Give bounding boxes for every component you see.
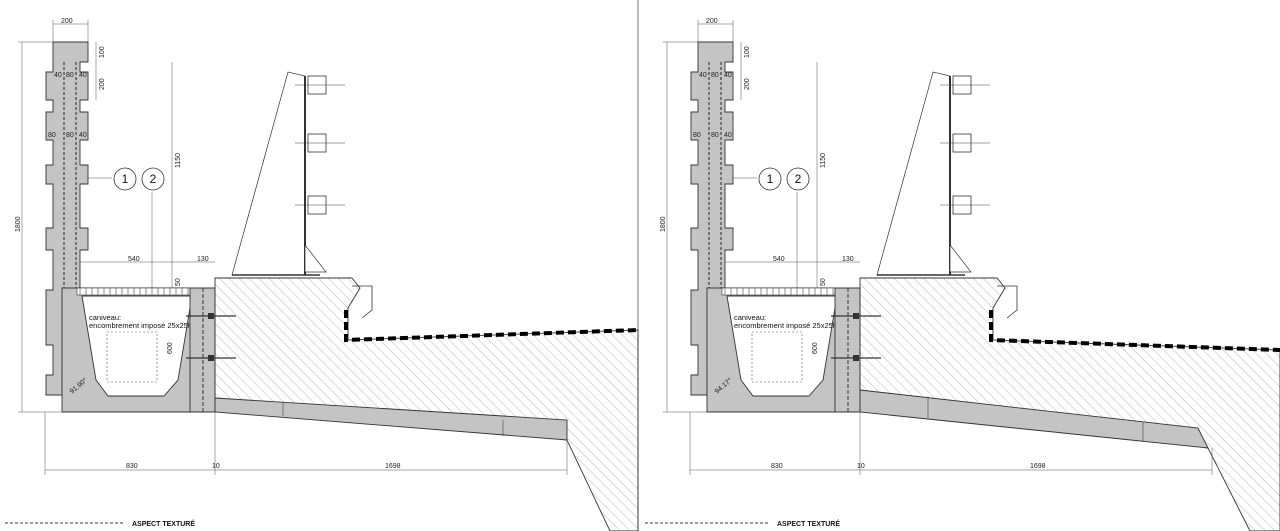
channel-note-line1: caniveau: (734, 313, 766, 322)
dim-rail-b2: 80 (66, 132, 74, 139)
curb-edge (352, 285, 373, 319)
dim-rail-a3: 40 (724, 72, 732, 79)
dim-50: 50 (175, 278, 182, 286)
post-base-plate (304, 243, 327, 273)
grating (76, 287, 193, 296)
glass-panel (876, 71, 951, 276)
dim-rail-b1: 80 (48, 132, 56, 139)
dimension-lines (663, 20, 1213, 475)
curb-edge (997, 285, 1018, 319)
channel-envelope (751, 331, 803, 383)
callout-number-2: 2 (150, 172, 157, 186)
dim-right-height: 1150 (175, 153, 182, 168)
dim-rail-a1: 40 (699, 72, 707, 79)
callout-bubble-1 (758, 167, 782, 191)
callout-bubble-2 (786, 167, 810, 191)
dim-seg-100: 100 (744, 46, 751, 58)
channel-envelope (106, 331, 158, 383)
dim-seg-200: 200 (744, 78, 751, 90)
dim-830: 830 (771, 463, 783, 470)
dim-rail-b1: 80 (693, 132, 701, 139)
channel-note-line1: caniveau: (89, 313, 121, 322)
callout-number-1: 1 (767, 172, 774, 186)
railing-clamps (940, 75, 990, 215)
callout-number-2: 2 (795, 172, 802, 186)
dim-rail-a3: 40 (79, 72, 87, 79)
post-base-plate (949, 243, 972, 273)
dim-10: 10 (212, 463, 220, 470)
dim-rail-b3: 40 (724, 132, 732, 139)
drain-channel (61, 287, 213, 413)
channel-note-line2: encombrement imposé 25x25h (734, 321, 837, 330)
detail-panel-right: caniveau: encombrement imposé 25x25h (645, 18, 1280, 531)
waterproof-membrane (344, 310, 639, 343)
grating (721, 287, 838, 296)
callout-number-1: 1 (122, 172, 129, 186)
dim-top-width: 200 (61, 18, 73, 25)
dim-total-height: 1800 (15, 216, 22, 232)
dim-50: 50 (820, 278, 827, 286)
dim-top-width: 200 (706, 18, 718, 25)
legend-label: ASPECT TEXTURÉ (132, 519, 195, 528)
callout-bubble-1 (113, 167, 137, 191)
dim-rail-b2: 80 (711, 132, 719, 139)
grating-bars (79, 288, 189, 295)
dim-600: 600 (812, 342, 819, 354)
dim-1698: 1698 (1030, 463, 1046, 470)
dim-seg-200: 200 (99, 78, 106, 90)
grating-bars (724, 288, 834, 295)
dim-540: 540 (128, 256, 140, 263)
glass-panel (231, 71, 306, 276)
dim-10: 10 (857, 463, 865, 470)
dim-830: 830 (126, 463, 138, 470)
dim-seg-100: 100 (99, 46, 106, 58)
dim-130: 130 (842, 256, 854, 263)
dim-right-height: 1150 (820, 153, 827, 168)
drain-channel (706, 287, 858, 413)
callout-bubble-2 (141, 167, 165, 191)
dim-rail-a1: 40 (54, 72, 62, 79)
dim-rail-b3: 40 (79, 132, 87, 139)
dim-130: 130 (197, 256, 209, 263)
dim-1698: 1698 (385, 463, 401, 470)
dim-rail-a2: 80 (66, 72, 74, 79)
railing-clamps (295, 75, 345, 215)
dim-rail-a2: 80 (711, 72, 719, 79)
channel-note-line2: encombrement imposé 25x25h (89, 321, 192, 330)
slab-underside (859, 389, 1209, 449)
waterproof-membrane (989, 310, 1280, 352)
legend-label: ASPECT TEXTURÉ (777, 519, 840, 528)
dim-total-height: 1800 (660, 216, 667, 232)
detail-panel-left: caniveau: encombrement imposé 25x25h (5, 18, 639, 531)
dim-600: 600 (167, 342, 174, 354)
dimension-lines (18, 20, 568, 475)
dim-540: 540 (773, 256, 785, 263)
